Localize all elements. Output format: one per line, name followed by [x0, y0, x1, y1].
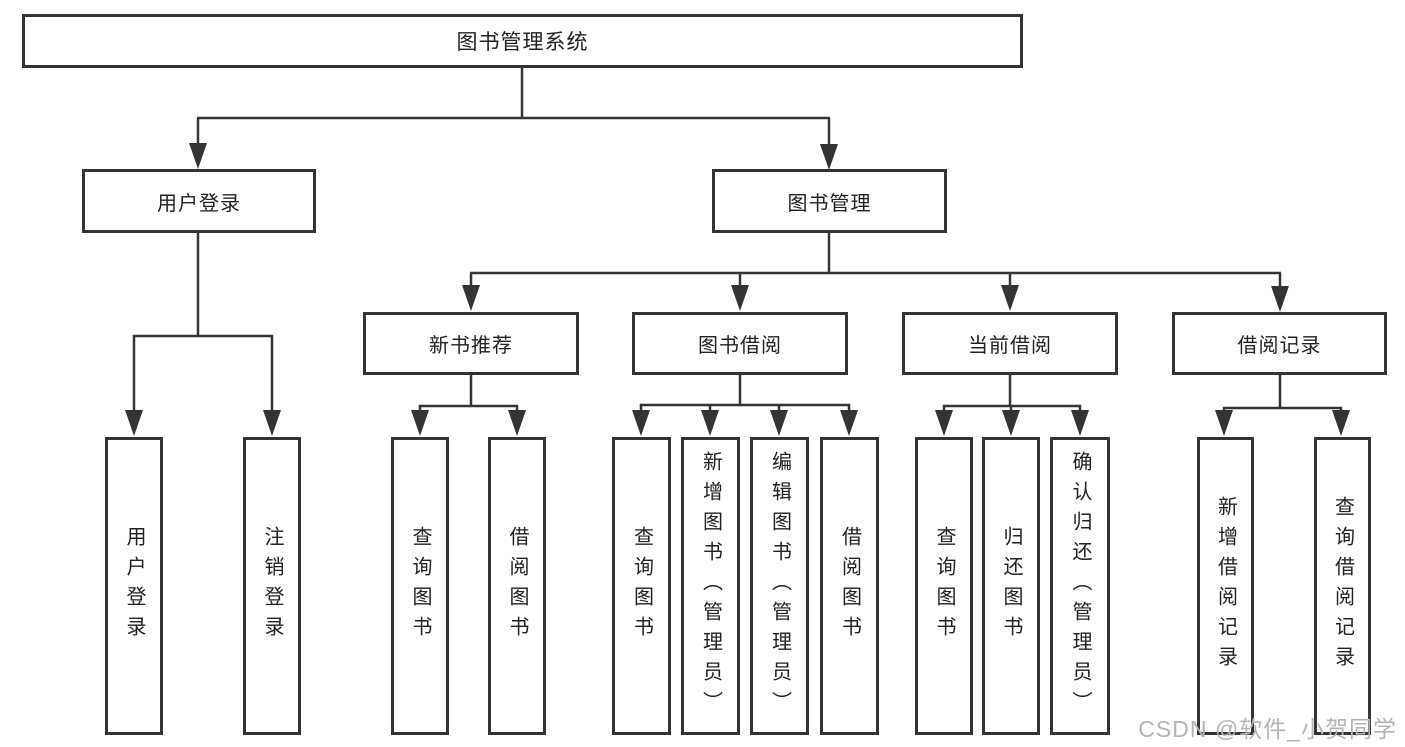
- arrow-down-icon: [701, 410, 719, 436]
- arrow-down-icons: [125, 143, 1350, 436]
- arrow-down-icon: [1071, 410, 1089, 436]
- arrow-down-icon: [840, 410, 858, 436]
- leaf-query-borrow-record: 查询借阅记录: [1314, 437, 1371, 735]
- arrow-down-icon: [1002, 410, 1020, 436]
- arrow-down-icon: [1001, 285, 1019, 311]
- leaf-query-books-recommend: 查询图书: [391, 437, 449, 735]
- arrow-down-icon: [189, 143, 207, 169]
- leaf-borrow-books-borrowing: 借阅图书: [820, 437, 879, 735]
- arrow-down-icon: [508, 410, 526, 436]
- arrow-down-icon: [125, 410, 143, 436]
- leaf-query-books-borrowing: 查询图书: [612, 437, 671, 735]
- leaf-logout-label: 注销登录: [261, 526, 283, 646]
- leaf-logout: 注销登录: [243, 437, 301, 735]
- node-library-management-system: 图书管理系统: [22, 14, 1023, 68]
- leaf-borrow-books-borrowing-label: 借阅图书: [838, 526, 861, 646]
- leaf-user-login: 用户登录: [105, 437, 163, 735]
- leaf-query-books-current: 查询图书: [915, 437, 973, 735]
- leaf-confirm-return-admin: 确认归还（管理员）: [1050, 437, 1110, 735]
- arrow-down-icon: [462, 285, 480, 311]
- leaf-edit-book-admin-label: 编辑图书（管理员）: [768, 451, 791, 721]
- leaf-borrow-books-recommend-label: 借阅图书: [506, 526, 528, 646]
- leaf-add-book-admin-label: 新增图书（管理员）: [699, 451, 722, 721]
- arrow-down-icon: [1271, 286, 1289, 312]
- leaf-add-borrow-record-label: 新增借阅记录: [1214, 496, 1237, 676]
- node-borrowing-records: 借阅记录: [1172, 312, 1387, 375]
- node-current-borrowing: 当前借阅: [902, 312, 1118, 375]
- node-new-book-recommendation: 新书推荐: [363, 312, 579, 375]
- leaf-confirm-return-admin-label: 确认归还（管理员）: [1069, 451, 1091, 721]
- arrow-down-icon: [1332, 410, 1350, 436]
- node-user-login: 用户登录: [82, 169, 316, 233]
- arrow-down-icon: [820, 144, 838, 170]
- watermark: CSDN @软件_小贺同学: [1138, 716, 1397, 742]
- arrow-down-icon: [731, 285, 749, 311]
- leaf-return-books-label: 归还图书: [1000, 526, 1022, 646]
- leaf-query-books-borrowing-label: 查询图书: [630, 526, 653, 646]
- arrow-down-icon: [632, 410, 650, 436]
- arrow-down-icon: [770, 410, 788, 436]
- leaf-add-book-admin: 新增图书（管理员）: [681, 437, 740, 735]
- arrow-down-icon: [1215, 410, 1233, 436]
- node-book-management: 图书管理: [712, 169, 947, 233]
- leaf-query-borrow-record-label: 查询借阅记录: [1331, 496, 1354, 676]
- leaf-borrow-books-recommend: 借阅图书: [488, 437, 546, 735]
- leaf-query-books-recommend-label: 查询图书: [409, 526, 431, 646]
- leaf-user-login-label: 用户登录: [123, 526, 145, 646]
- leaf-edit-book-admin: 编辑图书（管理员）: [750, 437, 809, 735]
- arrow-down-icon: [411, 410, 429, 436]
- leaf-add-borrow-record: 新增借阅记录: [1197, 437, 1254, 735]
- node-book-borrowing: 图书借阅: [632, 312, 848, 375]
- arrow-down-icon: [263, 410, 281, 436]
- leaf-return-books: 归还图书: [982, 437, 1040, 735]
- arrow-down-icon: [935, 410, 953, 436]
- leaf-query-books-current-label: 查询图书: [933, 526, 955, 646]
